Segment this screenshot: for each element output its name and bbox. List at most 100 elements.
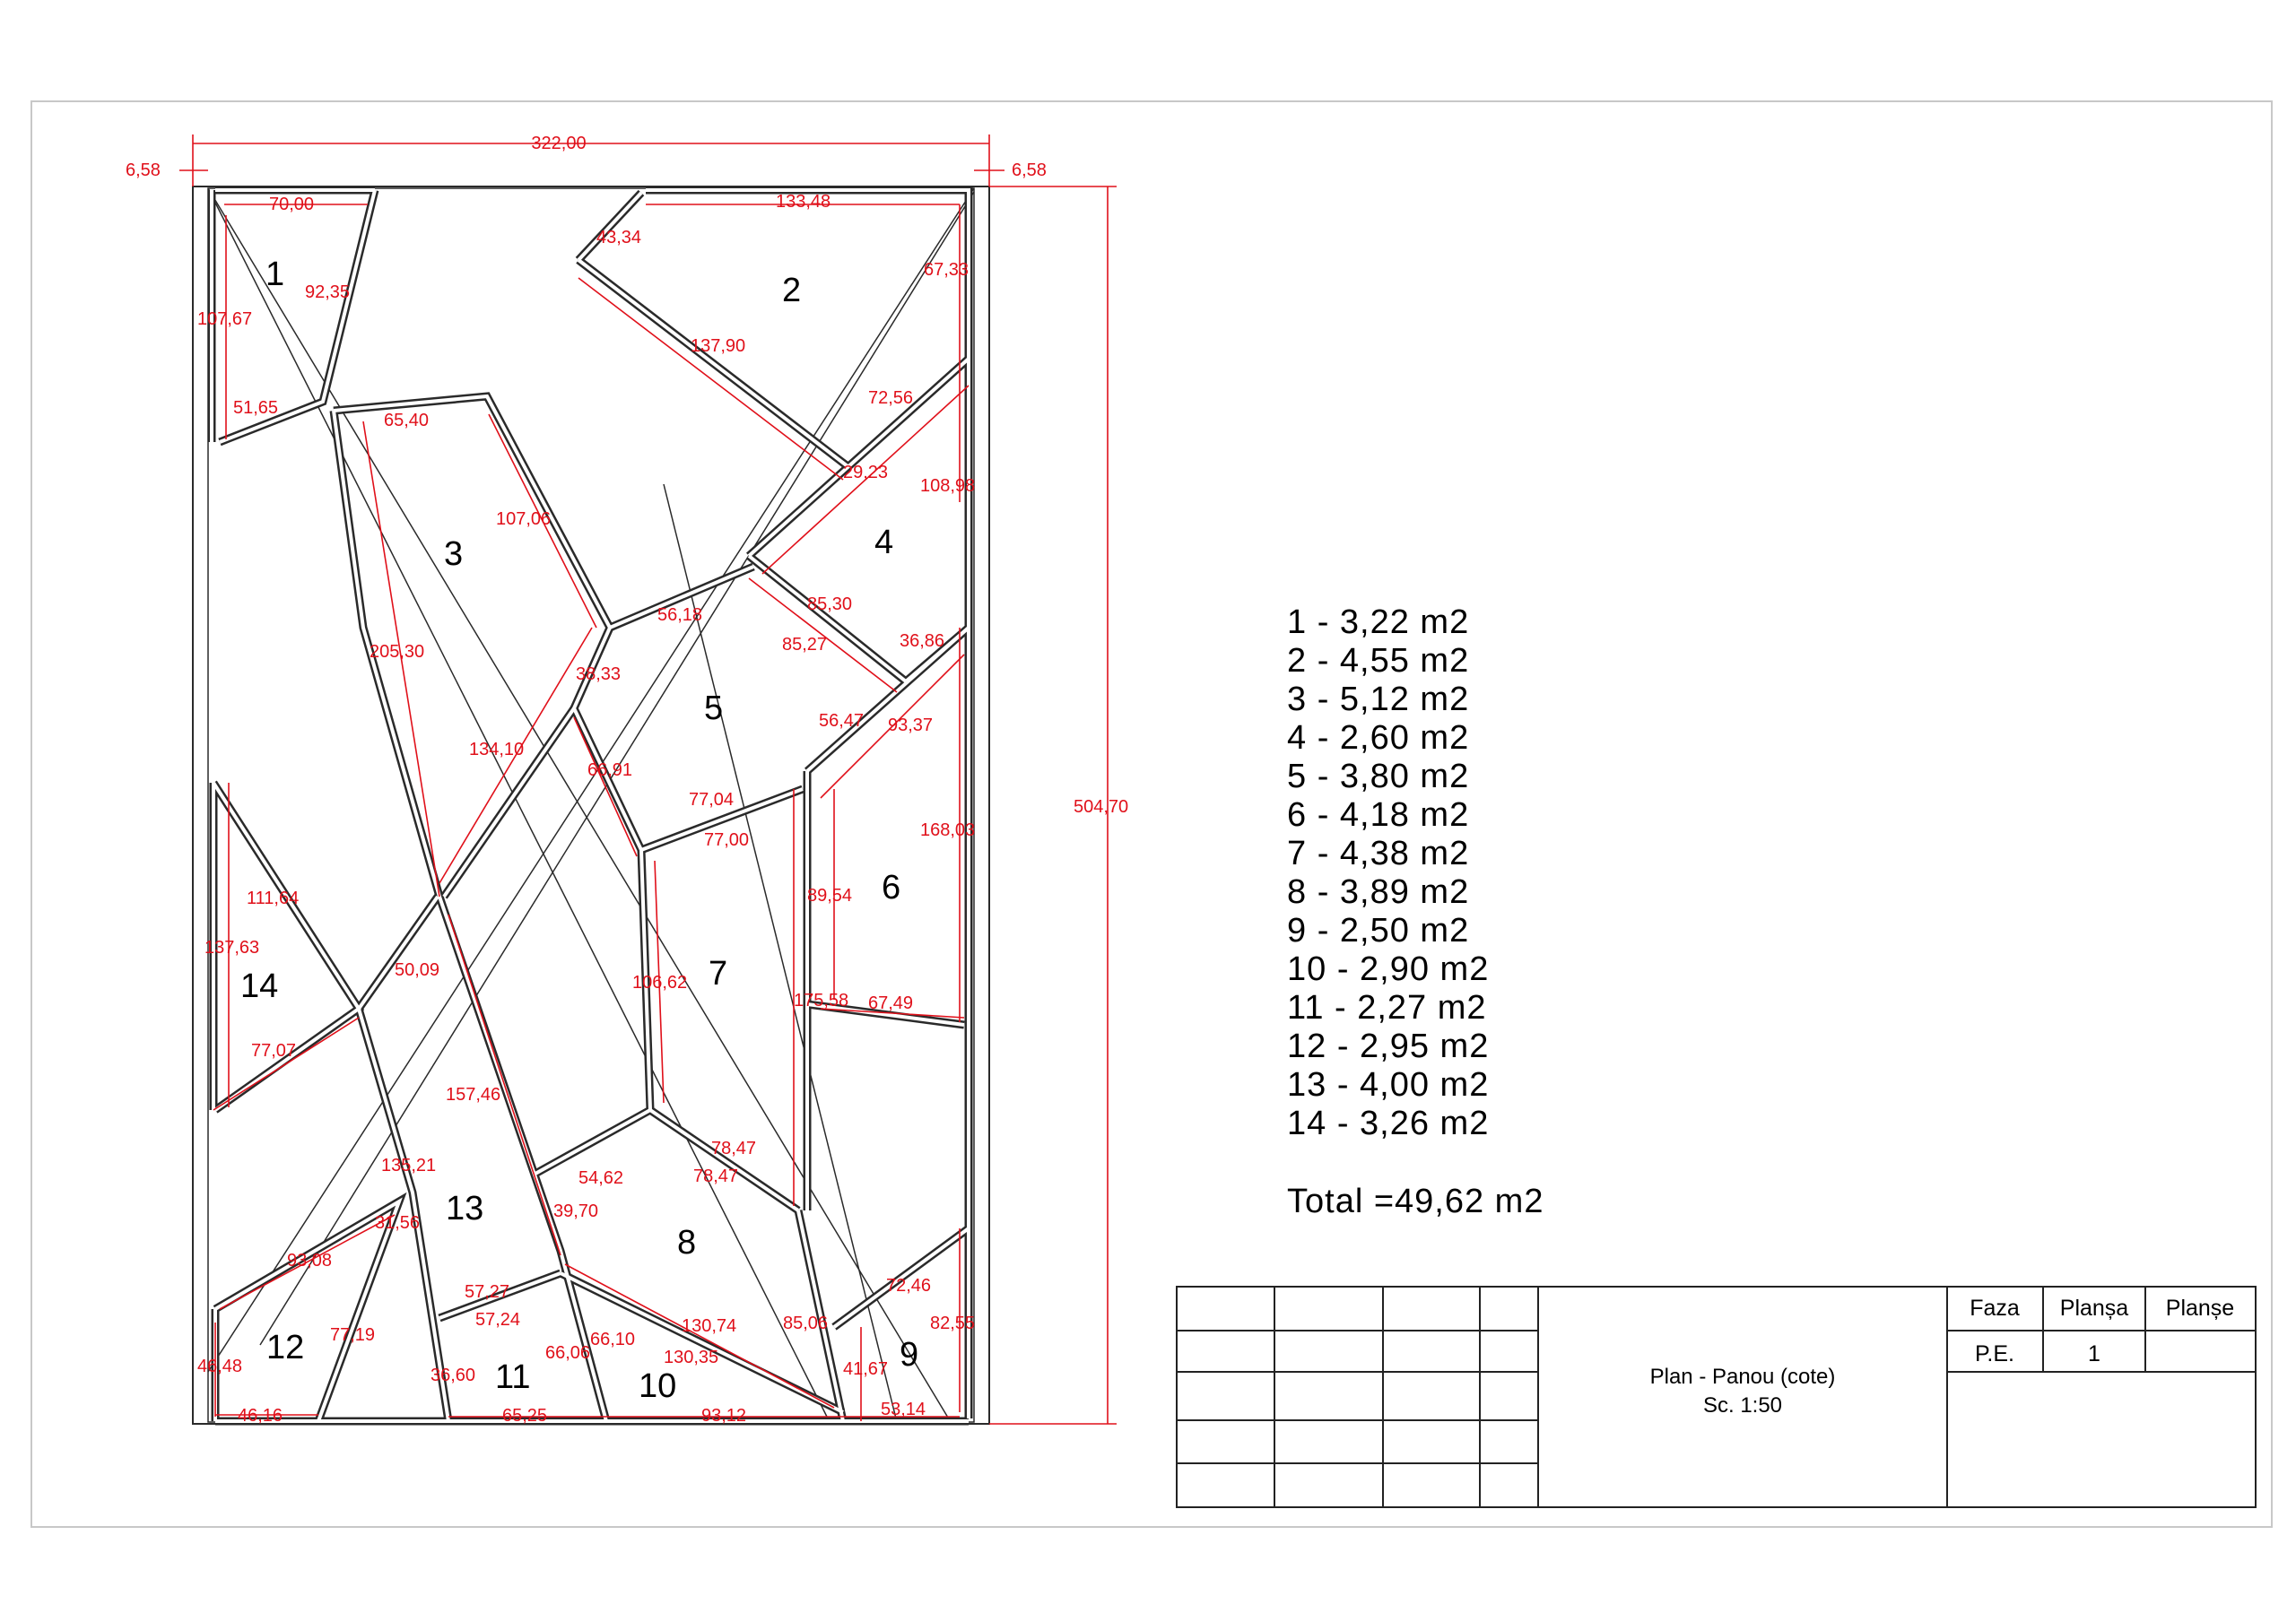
sheet-border [30, 100, 2273, 1528]
dim-label: 135,21 [381, 1156, 436, 1175]
dim-label: 66,91 [587, 760, 632, 780]
panel-number: 4 [874, 524, 893, 561]
panel-number: 14 [240, 967, 278, 1005]
dim-label: 31,56 [375, 1213, 420, 1233]
panel-number: 2 [782, 272, 801, 309]
dim-label: 57,27 [465, 1282, 509, 1302]
dim-label: 93,37 [888, 716, 933, 735]
panel-number: 7 [709, 955, 727, 993]
dim-label: 46,16 [238, 1406, 283, 1426]
planse-header: Planșe [2166, 1296, 2234, 1321]
panel-inner-frame [207, 187, 975, 1423]
dim-label: 41,67 [843, 1359, 888, 1379]
panel-outer-frame [192, 186, 990, 1425]
drawing-title: Plan - Panou (cote) [1650, 1365, 1836, 1389]
dim-label: 53,14 [881, 1400, 926, 1419]
dim-label: 134,10 [469, 740, 524, 759]
dim-label: 85,30 [807, 594, 852, 614]
area-entry: 3 - 5,12 m2 [1287, 681, 1469, 718]
area-entry: 8 - 3,89 m2 [1287, 873, 1469, 911]
area-entry: 6 - 4,18 m2 [1287, 796, 1469, 834]
title-block [1176, 1286, 2257, 1508]
faza-value: P.E. [1975, 1341, 2014, 1366]
dim-label: 107,67 [197, 309, 252, 329]
guide-line [207, 187, 975, 1373]
plansa-header: Planșa [2060, 1296, 2129, 1321]
dim-label: 46,48 [197, 1357, 242, 1376]
dim-label: 67,49 [868, 993, 913, 1013]
panel-number: 11 [495, 1358, 530, 1396]
dim-label: 157,46 [446, 1085, 500, 1105]
dim-label: 67,33 [924, 260, 969, 280]
panel-number: 12 [266, 1329, 304, 1366]
dim-label: 43,34 [596, 228, 641, 247]
dim-label: 57,24 [475, 1310, 520, 1330]
area-entry: 11 - 2,27 m2 [1287, 989, 1487, 1027]
dim-label: 56,47 [819, 711, 864, 731]
dim-label: 70,00 [269, 195, 314, 214]
dim-label: 205,30 [370, 642, 424, 662]
dim-label: 29,23 [843, 463, 888, 482]
dim-label: 56,18 [657, 605, 702, 625]
area-entry: 1 - 3,22 m2 [1287, 603, 1469, 641]
dim-label: 85,27 [782, 635, 827, 655]
area-entry: 9 - 2,50 m2 [1287, 912, 1469, 950]
dim-label: 54,62 [578, 1168, 623, 1188]
dim-label: 6,58 [1012, 160, 1047, 180]
area-entry: 4 - 2,60 m2 [1287, 719, 1469, 757]
panel-drawing [192, 186, 990, 1426]
dim-label: 93,08 [287, 1251, 332, 1271]
plansa-value: 1 [2088, 1341, 2100, 1366]
guide-line [663, 483, 898, 1423]
area-entry: 2 - 4,55 m2 [1287, 642, 1469, 680]
faza-header: Faza [1970, 1296, 2020, 1321]
dim-label: 133,48 [776, 192, 831, 212]
area-entry: 14 - 3,26 m2 [1287, 1105, 1489, 1142]
area-total: Total =49,62 m2 [1287, 1183, 1544, 1220]
dim-label: 65,40 [384, 411, 429, 430]
dim-label: 72,46 [886, 1276, 931, 1296]
dim-label: 78,47 [693, 1167, 738, 1186]
dim-label: 504,70 [1074, 797, 1128, 817]
guide-line [207, 187, 831, 1423]
dim-label: 77,07 [251, 1041, 296, 1061]
area-entry: 7 - 4,38 m2 [1287, 835, 1469, 872]
area-entry: 10 - 2,90 m2 [1287, 950, 1489, 988]
dim-label: 39,70 [553, 1201, 598, 1221]
dim-label: 175,58 [794, 991, 848, 1010]
dim-label: 106,62 [632, 973, 687, 993]
dim-label: 36,60 [430, 1366, 475, 1385]
dim-label: 130,74 [682, 1316, 736, 1336]
area-entry: 5 - 3,80 m2 [1287, 758, 1469, 795]
dim-label: 137,90 [691, 336, 745, 356]
area-entry: 13 - 4,00 m2 [1287, 1066, 1489, 1104]
dim-label: 38,33 [576, 664, 621, 684]
dim-label: 130,35 [664, 1348, 718, 1367]
dim-label: 322,00 [531, 134, 586, 153]
panel-number: 13 [446, 1190, 483, 1227]
panel-numbers: 1 2 3 4 5 6 7 8 9 10 11 12 13 14 [240, 256, 918, 1405]
dim-label: 51,65 [233, 398, 278, 418]
dim-label: 89,54 [807, 886, 852, 906]
dim-label: 111,64 [247, 889, 299, 908]
dimension-lines [179, 134, 1117, 1425]
drawing-scale: Sc. 1:50 [1703, 1393, 1782, 1418]
dim-label: 36,86 [900, 631, 944, 651]
dim-label: 77,04 [689, 790, 734, 810]
panel-number: 5 [704, 690, 723, 727]
guide-line [207, 187, 952, 1423]
area-legend: 1 - 3,22 m2 2 - 4,55 m2 3 - 5,12 m2 4 - … [1287, 603, 1544, 1220]
panel-number: 9 [900, 1336, 918, 1374]
dim-label: 137,63 [204, 938, 259, 958]
panel-number: 8 [677, 1224, 696, 1262]
panel-number: 6 [882, 869, 900, 906]
dim-label: 168,03 [920, 820, 975, 840]
dim-label: 93,12 [701, 1406, 746, 1426]
dim-label: 72,56 [868, 388, 913, 408]
dim-label: 66,10 [590, 1330, 635, 1349]
dim-label: 108,98 [920, 476, 975, 496]
dim-label: 77,00 [704, 830, 749, 850]
dim-label: 85,06 [783, 1314, 828, 1333]
dim-label: 92,35 [305, 282, 350, 302]
